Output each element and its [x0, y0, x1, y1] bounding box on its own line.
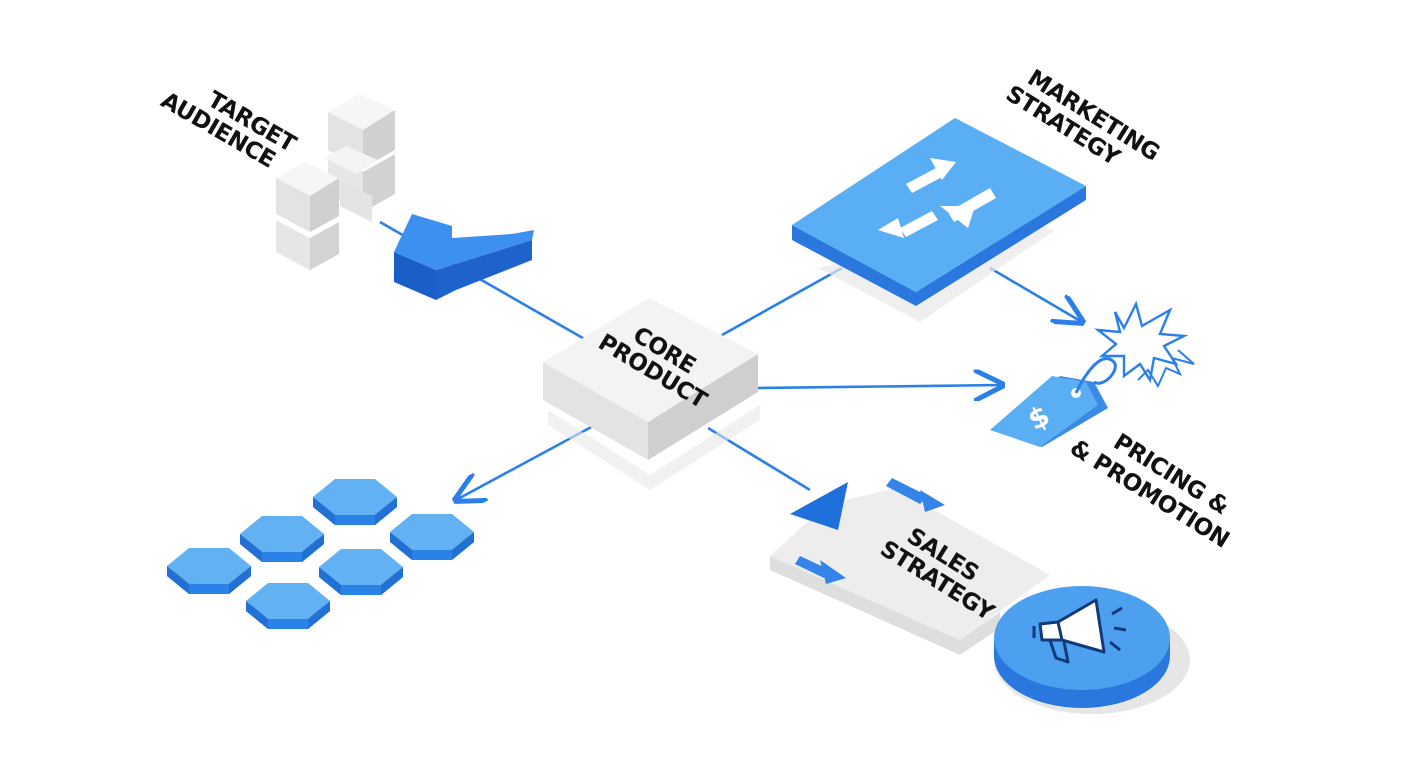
- label-target-audience: TARGET AUDIENCE: [156, 87, 300, 174]
- hexagon-icon: [313, 479, 397, 525]
- marketing-card: [792, 118, 1086, 322]
- price-tag-icon: $: [990, 357, 1117, 447]
- connector-marketing-pricing: [989, 266, 1082, 322]
- hand-icon: [394, 214, 534, 300]
- hexagon-icon: [167, 548, 251, 594]
- hexagon-icon: [319, 549, 403, 595]
- sales-card: [770, 478, 1050, 655]
- hexagon-icon: [246, 583, 330, 629]
- megaphone-icon: [1032, 598, 1127, 664]
- hexagon-icon: [390, 514, 474, 560]
- megaphone-disc: [994, 586, 1190, 714]
- label-pricing-promotion: PRICING & & PROMOTION: [1065, 429, 1233, 553]
- cubes-icon: [276, 94, 395, 270]
- hexagon-cluster: [167, 479, 474, 629]
- connector-core-marketing: [721, 266, 843, 337]
- hexagon-icon: [240, 516, 324, 562]
- burst-icon: [1094, 300, 1195, 389]
- arrows-swap-icon: [878, 158, 996, 238]
- core-product-box: [543, 298, 760, 490]
- connector-core-pricing: [757, 385, 1002, 388]
